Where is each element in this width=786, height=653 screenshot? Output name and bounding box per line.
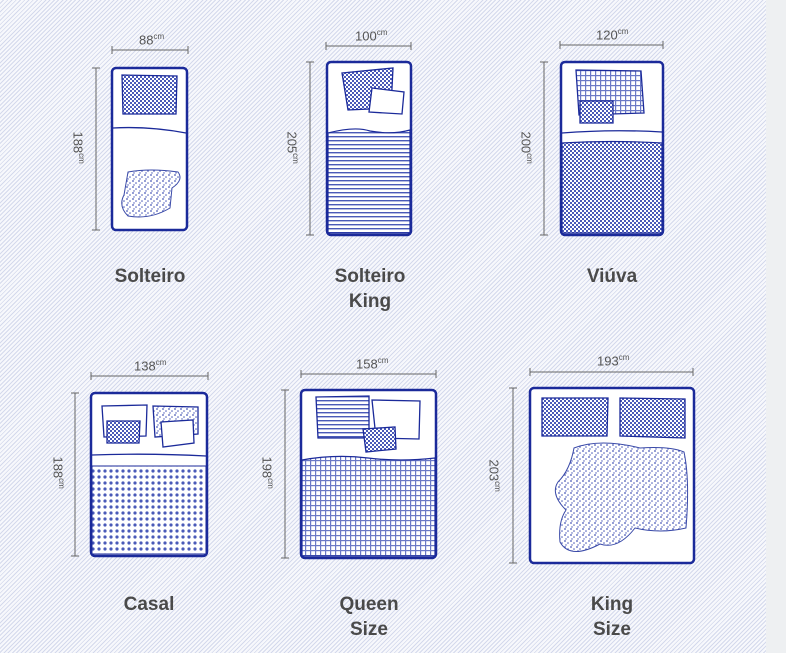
bed-4-width: 138cm — [134, 358, 167, 374]
bed-viuva — [540, 41, 665, 237]
bed-king-size — [509, 368, 696, 565]
bed-queen-size — [281, 370, 438, 560]
bed-1-name: Solteiro — [114, 266, 186, 287]
bed-3-length: 200cm — [518, 131, 534, 164]
patterns — [71, 41, 696, 565]
bed-5-width: 158cm — [356, 356, 389, 372]
bed-2-name: Solteiro King — [334, 266, 406, 312]
bed-2-width: 100cm — [355, 28, 388, 44]
bed-4-length: 188cm — [50, 456, 66, 489]
bed-3-width: 120cm — [596, 27, 629, 43]
bed-casal — [71, 372, 209, 558]
bed-6-length: 203cm — [486, 459, 502, 492]
bed-5-name: Queen Size — [339, 594, 399, 640]
bed-5-length: 198cm — [259, 456, 275, 489]
bed-3-name: Viúva — [586, 266, 638, 287]
right-margin-strip — [766, 0, 786, 653]
diagram-canvas: 88cm 100cm 120cm 138cm 158cm 193cm 188cm… — [0, 0, 766, 653]
bed-1-length: 188cm — [70, 131, 86, 164]
bed-1-width: 88cm — [139, 32, 165, 48]
bed-6-width: 193cm — [597, 353, 630, 369]
bed-6-name: King Size — [590, 594, 634, 640]
bed-solteiro-king — [306, 42, 413, 237]
bed-2-length: 205cm — [284, 131, 300, 164]
bed-4-name: Casal — [123, 594, 175, 615]
bed-solteiro — [92, 46, 189, 232]
